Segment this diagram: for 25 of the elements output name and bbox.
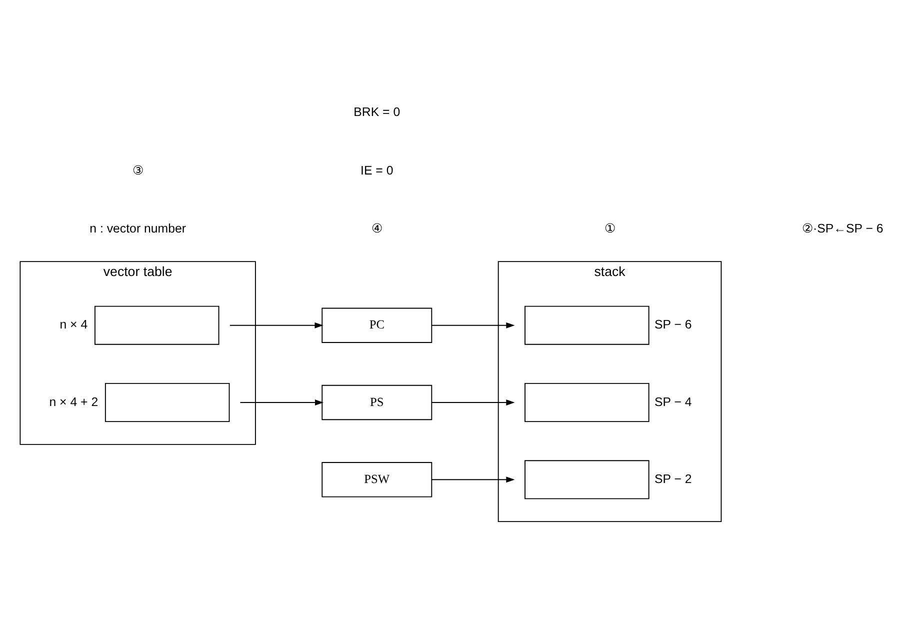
arrow xyxy=(240,400,324,406)
node-box xyxy=(94,306,220,345)
arrow xyxy=(431,400,515,406)
node-box xyxy=(524,460,650,500)
node-box xyxy=(524,306,650,345)
label: BRK = 0 xyxy=(354,105,400,120)
node-label: n × 4 + 2 xyxy=(49,394,98,409)
label: n : vector number xyxy=(90,221,186,236)
arrow xyxy=(229,322,324,328)
node-box xyxy=(524,382,650,422)
label: ① xyxy=(604,221,616,236)
node-box: PSW xyxy=(322,462,432,498)
label: ③ xyxy=(132,163,144,178)
node-label: SP − 2 xyxy=(654,472,692,486)
arrow xyxy=(431,476,515,483)
label: ④ xyxy=(371,221,382,236)
node-box: PC xyxy=(322,308,432,343)
node-box xyxy=(104,382,230,422)
node-label: SP − 6 xyxy=(654,318,692,332)
node-label: SP − 4 xyxy=(654,394,692,409)
label: ②·SP←SP − 6 xyxy=(802,221,884,236)
label: IE = 0 xyxy=(360,163,394,178)
arrow xyxy=(431,322,515,328)
node-box: PS xyxy=(322,384,432,420)
node-label: n × 4 xyxy=(60,318,88,332)
